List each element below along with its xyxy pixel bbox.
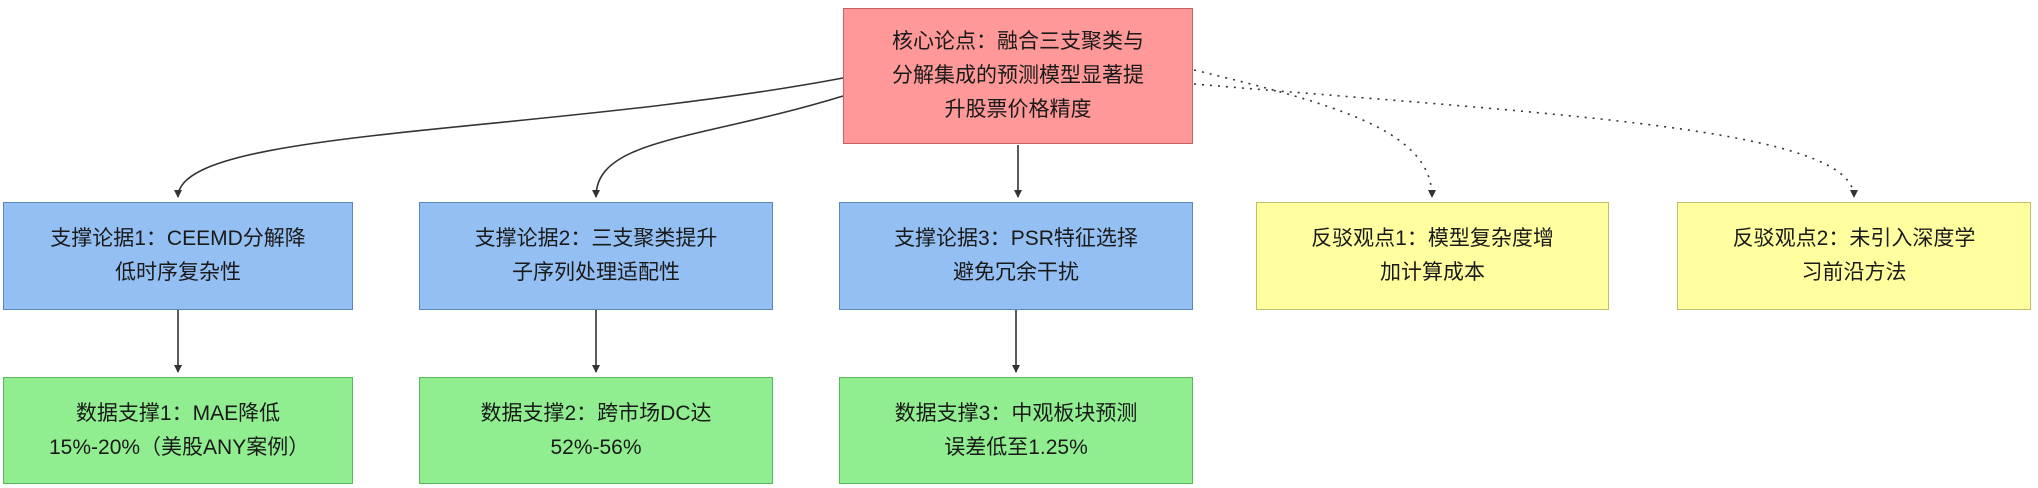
node-rebuttal-1: 反驳观点1：模型复杂度增加计算成本 — [1256, 202, 1609, 310]
node-rebuttal-1-label: 反驳观点1：模型复杂度增加计算成本 — [1311, 227, 1554, 284]
node-data-support-2: 数据支撑2：跨市场DC达52%-56% — [419, 377, 773, 484]
node-rebuttal-2-label: 反驳观点2：未引入深度学习前沿方法 — [1732, 227, 1976, 284]
node-support-3-label: 支撑论据3：PSR特征选择避免冗余干扰 — [894, 227, 1138, 284]
node-data-support-3: 数据支撑3：中观板块预测误差低至1.25% — [839, 377, 1193, 484]
node-core-claim-label: 核心论点：融合三支聚类与分解集成的预测模型显著提升股票价格精度 — [892, 30, 1144, 121]
node-support-2: 支撑论据2：三支聚类提升子序列处理适配性 — [419, 202, 773, 310]
edge-root-to-rebuttal1 — [1193, 69, 1436, 198]
node-support-1-label: 支撑论据1：CEEMD分解降低时序复杂性 — [50, 227, 306, 284]
edge-root-to-support2 — [592, 95, 844, 198]
node-core-claim: 核心论点：融合三支聚类与分解集成的预测模型显著提升股票价格精度 — [843, 8, 1193, 144]
edge-root-to-rebuttal2 — [1193, 83, 1858, 198]
node-data-support-1-label: 数据支撑1：MAE降低15%-20%（美股ANY案例） — [49, 401, 310, 459]
node-rebuttal-2: 反驳观点2：未引入深度学习前沿方法 — [1677, 202, 2031, 310]
node-data-support-3-label: 数据支撑3：中观板块预测误差低至1.25% — [894, 401, 1138, 459]
node-data-support-1: 数据支撑1：MAE降低15%-20%（美股ANY案例） — [3, 377, 353, 484]
node-support-2-label: 支撑论据2：三支聚类提升子序列处理适配性 — [474, 227, 718, 284]
node-support-3: 支撑论据3：PSR特征选择避免冗余干扰 — [839, 202, 1193, 310]
node-data-support-2-label: 数据支撑2：跨市场DC达52%-56% — [480, 401, 712, 459]
node-support-1: 支撑论据1：CEEMD分解降低时序复杂性 — [3, 202, 353, 310]
edge-root-to-support1 — [174, 77, 844, 198]
